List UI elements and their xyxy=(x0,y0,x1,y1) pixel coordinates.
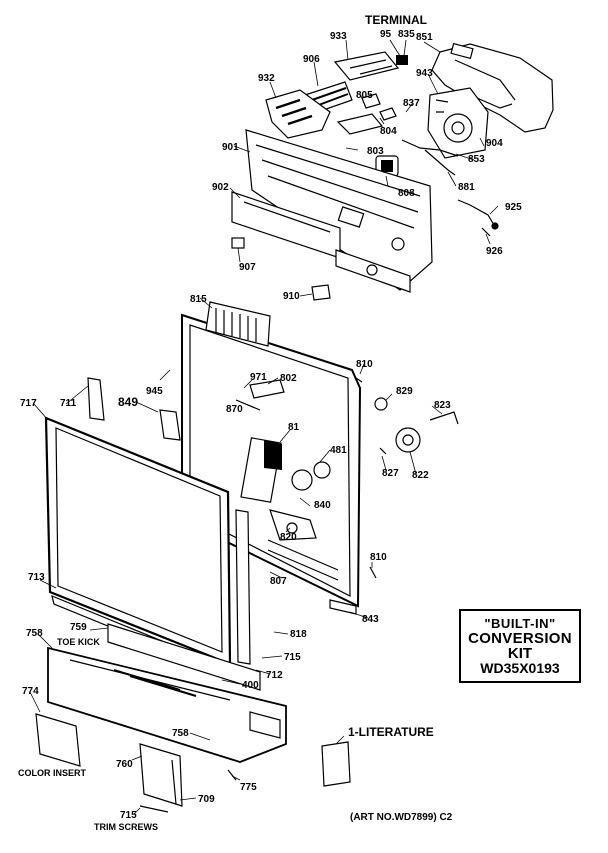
part-label: 822 xyxy=(412,470,429,481)
part-label: 481 xyxy=(330,445,347,456)
part-label: 775 xyxy=(240,782,257,793)
part-label: 803 xyxy=(367,146,384,157)
part-label: 802 xyxy=(280,373,297,384)
part-label: 400 xyxy=(242,680,259,691)
part-label: 853 xyxy=(468,154,485,165)
part-label: 815 xyxy=(190,294,207,305)
part-label: 758 xyxy=(26,628,43,639)
conversion-kit-box: "BUILT-IN" CONVERSION KIT WD35X0193 xyxy=(459,609,581,683)
caption-toe-kick: TOE KICK xyxy=(57,637,100,647)
part-label: 835 xyxy=(398,29,415,40)
part-label: 901 xyxy=(222,142,239,153)
conversion-kit-line1: "BUILT-IN" xyxy=(484,616,556,631)
part-label: 945 xyxy=(146,386,163,397)
part-label: 932 xyxy=(258,73,275,84)
part-label: 943 xyxy=(416,68,433,79)
art-number-note: (ART NO.WD7899) C2 xyxy=(350,812,453,823)
part-label: 81 xyxy=(288,422,300,433)
part-label: 810 xyxy=(356,359,373,370)
part-label: 827 xyxy=(382,468,399,479)
caption-color-insert: COLOR INSERT xyxy=(18,768,87,778)
part-829 xyxy=(374,397,388,411)
toe-kick-759 xyxy=(107,623,261,691)
access-panel xyxy=(47,646,287,763)
part-label: 95 xyxy=(380,29,392,40)
part-label: 906 xyxy=(303,54,320,65)
part-label: 810 xyxy=(370,552,387,563)
caption-literature: 1-LITERATURE xyxy=(348,725,434,739)
part-label: 925 xyxy=(505,202,522,213)
vent-815 xyxy=(205,301,271,347)
caption-trim-screws: TRIM SCREWS xyxy=(94,822,158,832)
terminal-board xyxy=(333,51,400,81)
clip-907 xyxy=(231,237,245,249)
literature-booklet xyxy=(321,741,351,787)
part-label: 910 xyxy=(283,291,300,302)
part-label: 715 xyxy=(120,810,137,821)
side-bracket-711 xyxy=(87,377,105,421)
terminal-housing xyxy=(431,43,554,133)
part-label: 829 xyxy=(396,386,413,397)
part-label: 870 xyxy=(226,404,243,415)
control-panel-group xyxy=(231,42,554,301)
part-label: 820 xyxy=(280,532,297,543)
connector-block xyxy=(396,55,408,65)
part-label: 818 xyxy=(290,629,307,640)
part-822 xyxy=(395,427,421,453)
part-label: 758 xyxy=(172,728,189,739)
part-label: 904 xyxy=(486,138,503,149)
part-label: 849 xyxy=(118,395,138,409)
door-assembly-group xyxy=(35,301,459,813)
part-label: 902 xyxy=(212,182,229,193)
bracket-709 xyxy=(139,743,183,807)
part-label: 843 xyxy=(362,614,379,625)
part-label: 851 xyxy=(416,32,433,43)
conversion-kit-line2: CONVERSION xyxy=(468,630,572,647)
conversion-kit-line3: KIT xyxy=(507,645,533,662)
part-label: 926 xyxy=(486,246,503,257)
part-label: 907 xyxy=(239,262,256,273)
part-label: 881 xyxy=(458,182,475,193)
part-label: 808 xyxy=(398,188,415,199)
part-label: 804 xyxy=(380,126,397,137)
part-label: 837 xyxy=(403,98,420,109)
part-label: 807 xyxy=(270,576,287,587)
color-insert xyxy=(35,713,81,767)
part-label: 717 xyxy=(20,398,37,409)
part-label: 712 xyxy=(266,670,283,681)
channel-807 xyxy=(235,509,251,665)
timer xyxy=(427,87,489,159)
part-label: 805 xyxy=(356,90,373,101)
conversion-kit-line4: WD35X0193 xyxy=(480,660,560,676)
switch-housing xyxy=(265,89,331,139)
title-terminal: TERMINAL xyxy=(365,13,427,27)
part-label: 760 xyxy=(116,759,133,770)
part-label: 774 xyxy=(22,686,39,697)
part-label: 933 xyxy=(330,31,347,42)
part-label: 759 xyxy=(70,622,87,633)
part-label: 823 xyxy=(434,400,451,411)
part-label: 713 xyxy=(28,572,45,583)
part-label: 715 xyxy=(284,652,301,663)
knob-910 xyxy=(311,284,331,301)
leader-lines xyxy=(29,39,499,815)
part-label: 840 xyxy=(314,500,331,511)
part-label: 971 xyxy=(250,372,267,383)
part-label: 711 xyxy=(60,398,77,409)
part-label: 709 xyxy=(198,794,215,805)
